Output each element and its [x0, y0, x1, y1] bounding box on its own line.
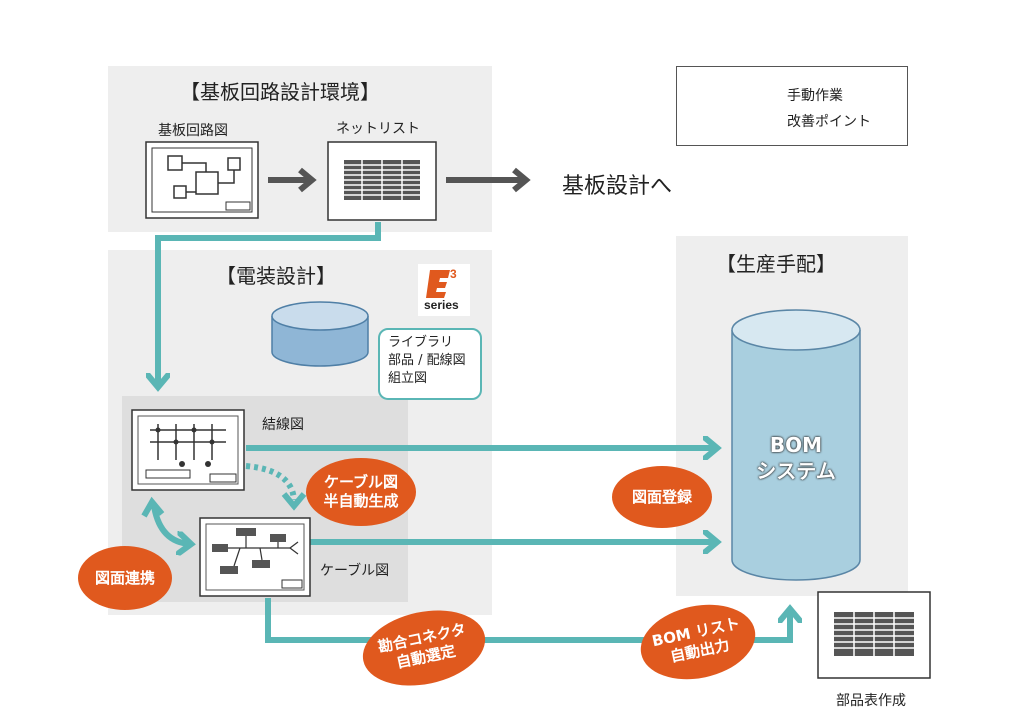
dotted-cable-gen — [245, 463, 297, 501]
electrical-panel-title: 【電装設計】 — [216, 264, 336, 288]
wiring-diagram-sheet — [131, 409, 245, 491]
library-callout: ライブラリ 部品 / 配線図 組立図 — [378, 328, 482, 400]
bom-line: システム — [756, 459, 836, 483]
legend-improvement-label: 改善ポイント — [787, 114, 871, 130]
svg-text:3: 3 — [450, 267, 457, 281]
wiring-diagram-label: 結線図 — [262, 417, 304, 433]
netlist-label: ネットリスト — [336, 121, 420, 137]
parts-list-sheet — [817, 591, 931, 679]
badge-line: 半自動生成 — [323, 492, 399, 510]
legend-box: 手動作業 改善ポイント — [676, 66, 908, 146]
netlist-sheet — [327, 141, 437, 221]
bom-system-label: BOM システム — [732, 432, 860, 484]
bom-line: BOM — [769, 433, 823, 457]
legend-manual-label: 手動作業 — [787, 88, 843, 104]
production-panel-title: 【生産手配】 — [716, 252, 836, 276]
board-panel-title: 【基板回路設計環境】 — [180, 80, 380, 104]
parts-list-label: 部品表作成 — [836, 693, 906, 709]
badge-line: 図面登録 — [631, 487, 692, 506]
gray-arrow-1 — [268, 167, 317, 193]
board-circuit-label: 基板回路図 — [158, 123, 228, 139]
library-cylinder-icon — [271, 301, 369, 367]
library-line: 組立図 — [388, 371, 428, 386]
badge-line: 図面連携 — [94, 568, 155, 587]
cable-diagram-label: ケーブル図 — [320, 563, 390, 579]
teal-cable-to-partslist — [265, 598, 790, 643]
board-circuit-sheet — [145, 141, 259, 219]
logo-series-text: series — [424, 298, 459, 312]
teal-netlist-to-wiring — [158, 222, 381, 386]
library-line: ライブラリ — [388, 335, 454, 350]
badge-line: ケーブル図 — [323, 473, 399, 492]
e3-series-logo: 3 series — [418, 264, 470, 316]
library-line: 部品 / 配線図 — [388, 353, 466, 368]
badge-drawing-register: 図面登録 — [612, 466, 712, 528]
badge-cable-gen: ケーブル図 半自動生成 — [306, 458, 416, 526]
teal-drawing-link — [151, 505, 190, 544]
badge-drawing-link: 図面連携 — [78, 546, 172, 610]
teal-drawing-link-head2 — [141, 496, 165, 518]
bom-system-cylinder — [731, 309, 861, 581]
gray-arrow-2 — [446, 167, 531, 193]
to-board-design-label: 基板設計へ — [562, 174, 673, 199]
cable-diagram-sheet — [199, 517, 311, 597]
e3-logo-mark: 3 — [426, 267, 457, 298]
